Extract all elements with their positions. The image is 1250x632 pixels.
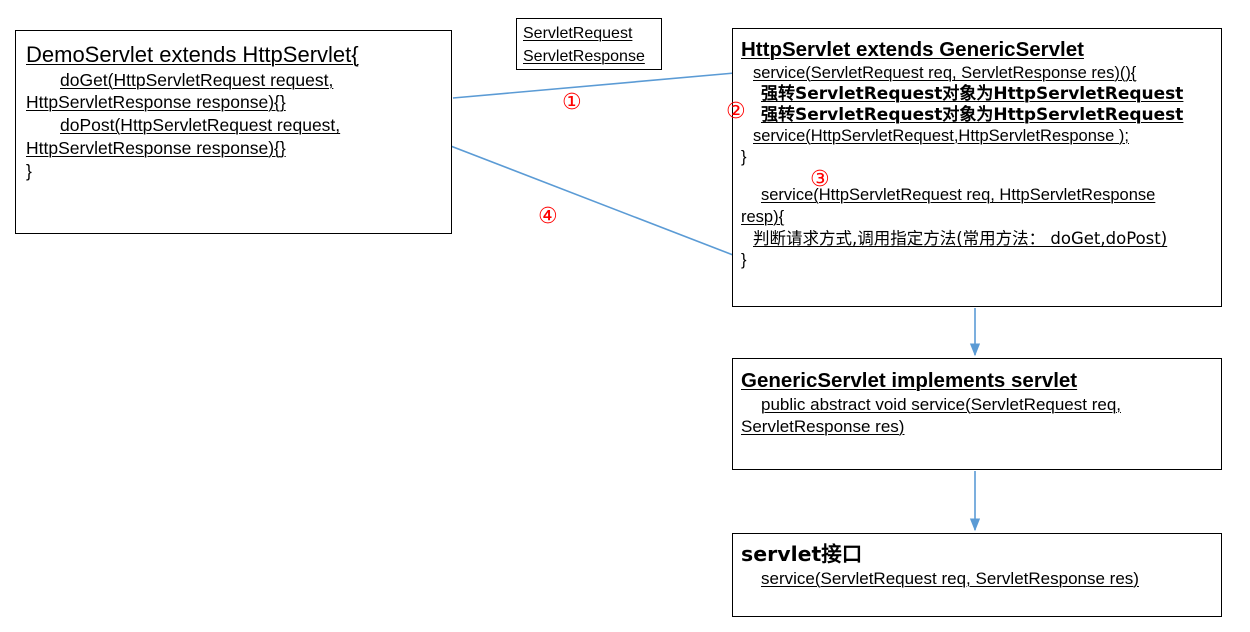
demo-servlet-line-doget: doGet(HttpServletRequest request, xyxy=(60,69,334,90)
generic-servlet-header: GenericServlet implements servlet xyxy=(741,369,1078,392)
servlet-params-line-request: ServletRequest xyxy=(523,25,633,42)
step-marker-3: ③ xyxy=(810,167,830,192)
http-servlet-line-cast-1: 强转ServletRequest对象为HttpServletRequest xyxy=(761,84,1184,105)
http-servlet-line-dispatch-note: 判断请求方式,调用指定方法(常用方法： doGet,doPost) xyxy=(753,229,1168,249)
demo-servlet-line-close: } xyxy=(26,160,32,181)
demo-servlet-line-dopost: doPost(HttpServletRequest request, xyxy=(60,115,341,135)
http-servlet-line-cast-2: 强转ServletRequest对象为HttpServletRequest xyxy=(761,104,1184,125)
http-servlet-line-inner-service-call: service(HttpServletRequest,HttpServletRe… xyxy=(753,126,1129,145)
demo-servlet-header: DemoServlet extends HttpServlet{ xyxy=(26,41,443,69)
demo-servlet-box: DemoServlet extends HttpServlet{ doGet(H… xyxy=(15,30,452,234)
http-servlet-header: HttpServlet extends GenericServlet xyxy=(741,38,1084,61)
http-servlet-line-overload-sig-cont: resp){ xyxy=(741,207,785,226)
step-marker-4: ④ xyxy=(538,204,558,229)
servlet-params-box: ServletRequest ServletResponse xyxy=(516,18,662,70)
http-servlet-line-service-sig: service(ServletRequest req, ServletRespo… xyxy=(753,63,1137,82)
generic-servlet-line-service-sig-cont: ServletResponse res) xyxy=(741,416,905,436)
demo-servlet-line-dopost-cont: HttpServletResponse response){} xyxy=(26,137,286,158)
http-servlet-line-overload-sig: service(HttpServletRequest req, HttpServ… xyxy=(761,186,1156,205)
servlet-interface-box: servlet接口 service(ServletRequest req, Se… xyxy=(732,533,1222,617)
servlet-interface-header: servlet接口 xyxy=(741,542,863,566)
servlet-interface-line-service-sig: service(ServletRequest req, ServletRespo… xyxy=(761,568,1139,588)
http-servlet-line-close-1: } xyxy=(741,147,747,166)
demo-servlet-line-doget-cont: HttpServletResponse response){} xyxy=(26,92,286,113)
arrow-1-demo-to-httpservlet xyxy=(452,67,748,99)
step-marker-1: ① xyxy=(562,90,582,115)
generic-servlet-box: GenericServlet implements servlet public… xyxy=(732,358,1222,470)
http-servlet-box: HttpServlet extends GenericServlet servi… xyxy=(732,28,1222,307)
generic-servlet-line-service-sig: public abstract void service(ServletRequ… xyxy=(761,394,1121,414)
demo-servlet-header-text: DemoServlet extends HttpServlet{ xyxy=(26,42,359,67)
http-servlet-line-close-2: } xyxy=(741,250,747,269)
servlet-params-line-response: ServletResponse xyxy=(523,47,645,65)
step-marker-2: ② xyxy=(726,99,746,124)
